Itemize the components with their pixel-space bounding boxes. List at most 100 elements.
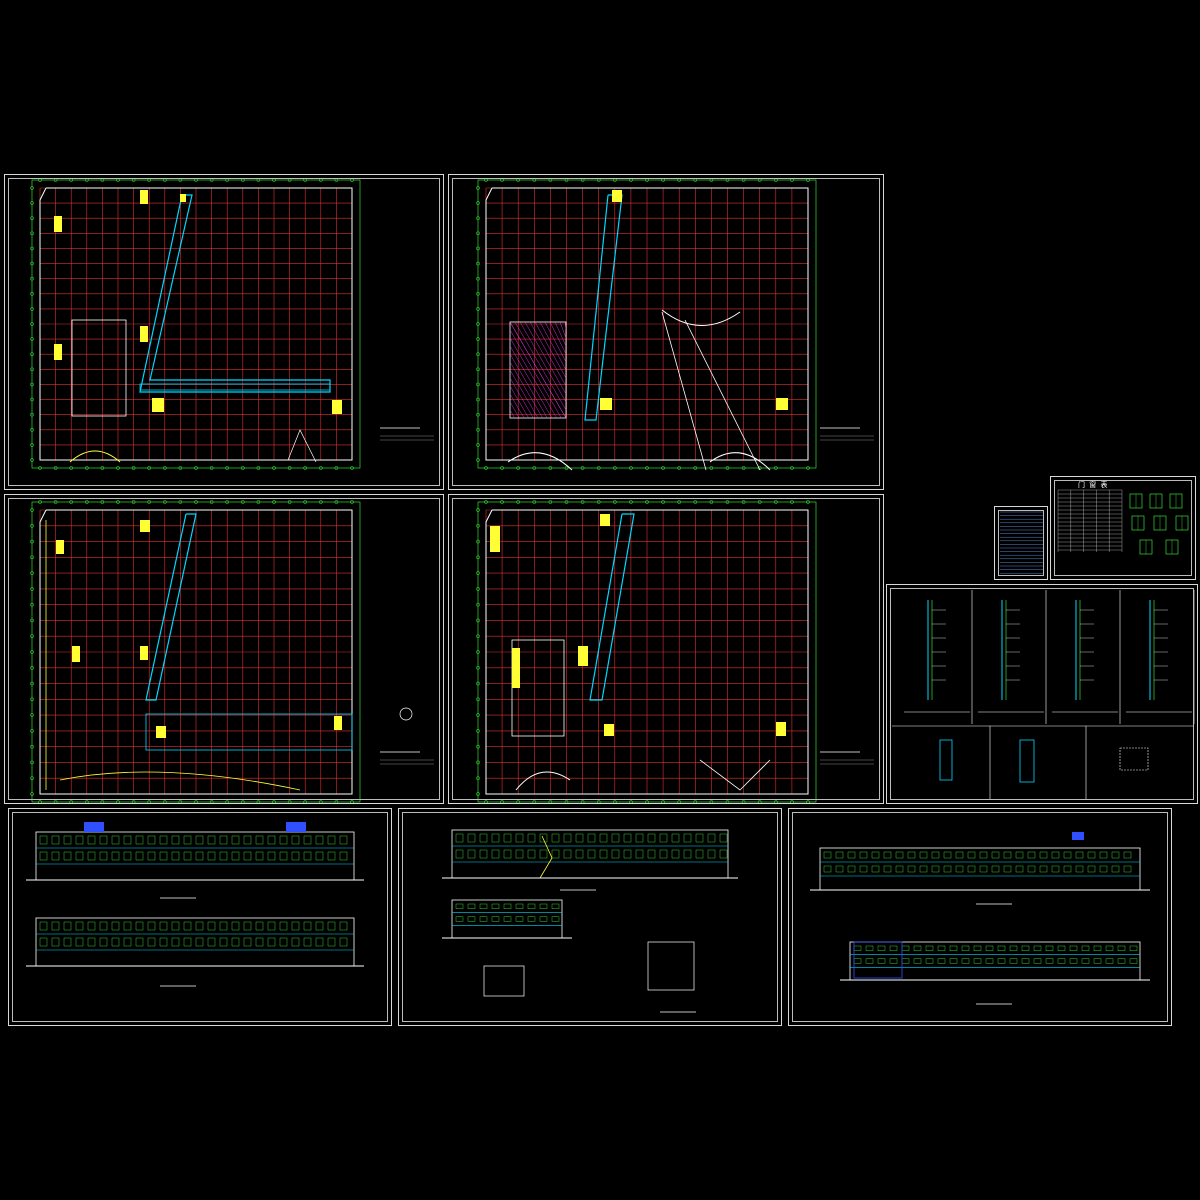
elev-a1-window [135,851,144,861]
plan-1-axis-bubble [30,291,34,296]
stair-fill [140,190,148,204]
hatch [539,321,567,371]
elev-b2-window [997,945,1006,951]
elev-b1-window [1063,865,1072,873]
plan-4-axis-bubble [476,634,480,639]
stair-fill [604,724,614,736]
plan-1-axis-bubble [30,246,34,251]
elev-a2-window [183,937,192,947]
elev-a2-window [123,921,132,931]
plan-4-axis-bubble [476,602,480,607]
elev-b2-window [1129,945,1138,951]
plan-4-axis-bubble [484,500,488,504]
section-1-window [671,849,680,859]
plan-2-axis-bubble [484,466,488,470]
plan-1-axis-bubble [30,307,34,311]
plan-4-axis-bubble [629,500,633,504]
plan-4-axis-bubble [532,500,537,504]
elev-a1-window [315,851,324,861]
hatch [509,329,562,419]
elev-a2-window [75,921,84,931]
plan-3-axis-bubble [30,681,34,686]
plan-3-axis-bubble [30,523,34,528]
hatch [544,321,567,363]
elev-a1-window [303,851,312,861]
stair-plan [647,941,695,991]
hatch [564,321,567,331]
hall-block [71,319,127,417]
plan-3-axis-bubble [38,500,42,504]
elev-a1-window [303,835,312,845]
plan-1-axis-bubble [30,186,34,190]
stair-fill [612,190,622,202]
plan-1-axis-bubble [30,337,34,341]
stair-fill [140,520,150,532]
elev-a1-window [231,835,240,845]
plan-3-axis-bubble [30,539,34,544]
elev-a2-window [219,921,228,931]
elev-a1-window [51,851,60,861]
section-1-window [695,849,704,859]
plan-4-axis-bubble [476,587,480,591]
section-1-window [503,833,512,843]
elev-a1-window [123,835,132,845]
plan-2-axis-bubble [476,322,480,326]
plan-3-axis-bubble [30,697,34,702]
plan-1-axis-bubble [225,466,230,470]
section-1-window [587,849,596,859]
plan-4-axis-bubble [476,697,480,702]
plan-4-axis-bubble [476,523,480,528]
plan-4-axis-bubble [476,681,480,686]
plan-1-axis-bubble [318,466,323,470]
elev-b2-window [925,945,934,951]
plan-3-axis-bubble [30,634,34,639]
elev-a1-window [267,851,276,861]
elev-b2-window [937,958,946,964]
elev-b2-window [877,958,886,964]
plan-3-axis-bubble [53,500,58,504]
plan-3-axis-bubble [272,500,276,504]
plan-3-axis-bubble [69,500,74,504]
elev-b1-window [1075,865,1084,873]
sheet-plan-2 [448,174,884,490]
plan-3-axis-bubble [240,500,245,504]
plan-4-dimension-frame [477,501,817,803]
elev-b2-window [913,945,922,951]
plan-4-axis-bubble [476,760,480,765]
elev-a1-window [231,851,240,861]
elev-a2-window [231,921,240,931]
elev-b2-window [961,958,970,964]
plan-4-axis-bubble [790,500,794,504]
plan-1-axis-bubble [209,466,214,470]
hatch [509,369,539,419]
plan-4-axis-bubble [677,500,682,504]
elev-b1-window [1039,865,1048,873]
elev-b2-window [973,945,982,951]
plan-4-axis-bubble [500,500,504,504]
elev-b1-window [895,851,904,859]
stair-fill [334,716,342,730]
section-2-window [539,916,548,922]
section-1-window [515,833,524,843]
plan-2-axis-bubble [548,466,553,470]
section-1-window [527,833,536,843]
plan-1-axis-bubble [147,466,152,470]
stair-fill [776,722,786,736]
plan-4-axis-bubble [476,555,480,560]
stair-fill [152,398,164,412]
plan-4-axis-bubble [548,500,553,504]
plan-2-axis-bubble [476,307,480,311]
section-2-window [503,903,512,909]
elev-b2-window [961,945,970,951]
plan-2-axis-bubble [476,352,480,357]
plan-4-axis-bubble [476,618,480,623]
elev-b2-window [1105,958,1114,964]
plan-4-axis-bubble [516,500,521,504]
hatch [549,321,567,355]
plan-2-axis-bubble [596,466,601,470]
elev-b1-window [1063,851,1072,859]
elev-a1-window [243,851,252,861]
plan-2-axis-bubble [476,397,480,402]
elev-a2-window [195,937,204,947]
elev-b1-window [1099,851,1108,859]
